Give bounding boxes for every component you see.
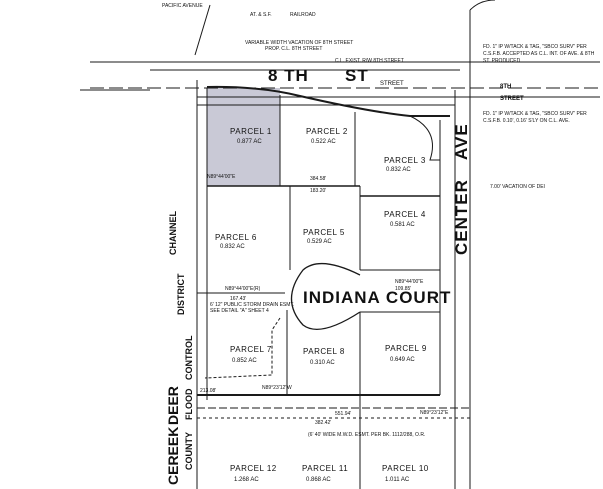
distance-label: 213.08'	[200, 388, 217, 394]
parcel-name: PARCEL 6	[215, 233, 257, 242]
street-right-label: STREET	[500, 96, 524, 102]
parcel-area: 0.868 AC	[306, 477, 331, 483]
vacation-note: VARIABLE WIDTH VACATION OF 8TH STREET	[245, 40, 354, 46]
parcel-area: 0.529 AC	[307, 239, 332, 245]
parcel-area: 0.852 AC	[232, 358, 257, 364]
parcel-name: PARCEL 1	[230, 127, 272, 136]
mwd-easement-note: (6' 40' WIDE M.W.D. ESMT. PER BK. 1112/2…	[308, 432, 426, 438]
pacific-avenue-label: PACIFIC AVENUE	[162, 3, 203, 9]
distance-label: 382.42'	[315, 420, 332, 426]
center-label: CENTER	[452, 179, 471, 255]
control-label: CONTROL	[184, 335, 194, 381]
channel-label: CHANNEL	[168, 211, 178, 255]
atsf-label: AT. & S.F.	[250, 12, 272, 18]
bearing-label: N89°23'12"E	[420, 410, 449, 416]
parcel-name: PARCEL 7	[230, 345, 272, 354]
creek-label: CEREEK	[165, 426, 181, 485]
county-label: COUNTY	[184, 432, 194, 470]
distance-label: 109.85'	[395, 286, 412, 292]
parcel-area: 0.522 AC	[311, 139, 336, 145]
parcel-name: PARCEL 10	[382, 464, 429, 473]
storm-drain-note: 6' 12" PUBLIC STORM DRAIN ESMT. SEE DETA…	[210, 302, 295, 314]
bearing-label: N89°44'00"E(R)	[225, 286, 261, 292]
cl-exist-note: C.L. EXIST. R/W 8TH STREET	[335, 58, 404, 64]
deer-label: DEER	[165, 386, 181, 425]
railroad-label: RAILROAD	[290, 12, 316, 18]
street-stamp: STREET	[380, 81, 404, 87]
distance-label: 384.58'	[310, 176, 327, 182]
bearing-label: N89°44'00"E	[395, 279, 424, 285]
parcel-area: 0.649 AC	[390, 357, 415, 363]
parcel-name: PARCEL 2	[306, 127, 348, 136]
parcel-area: 0.310 AC	[310, 360, 335, 366]
street-label-st: ST	[345, 66, 369, 85]
found-monument-note-1: FD. 1" IP W/TACK & TAG, "SBCO SURV" PER …	[483, 44, 595, 64]
bearing-label: N89°44'00"E	[207, 174, 236, 180]
district-label: DISTRICT	[176, 273, 186, 316]
prop-cl-note: PROP. C.L. 8TH STREET	[265, 46, 323, 52]
parcel-area: 0.581 AC	[390, 222, 415, 228]
distance-label: 183.20'	[310, 188, 327, 194]
found-monument-note-2: FD. 1" IP W/TACK & TAG, "SBCO SURV" PER …	[483, 111, 587, 124]
distance-label: 551.94'	[335, 411, 352, 417]
8th-street-right-label: 8TH	[500, 84, 512, 90]
bearing-label: N89°23'12"W	[262, 385, 292, 391]
street-label-8th: 8 TH	[268, 66, 309, 85]
parcel-area: 0.832 AC	[386, 167, 411, 173]
parcel-1-shade	[207, 88, 280, 186]
parcel-area: 1.011 AC	[385, 477, 410, 483]
distance-label: 167.43'	[230, 296, 247, 302]
parcel-name: PARCEL 3	[384, 156, 426, 165]
parcel-name: PARCEL 5	[303, 228, 345, 237]
flood-label: FLOOD	[184, 388, 194, 421]
indiana-court-label: INDIANA COURT	[303, 288, 452, 307]
parcel-name: PARCEL 11	[302, 464, 349, 473]
parcel-name: PARCEL 9	[385, 344, 427, 353]
parcel-name: PARCEL 4	[384, 210, 426, 219]
parcel-area: 0.877 AC	[237, 139, 262, 145]
parcel-name: PARCEL 12	[230, 464, 277, 473]
ave-label: AVE	[452, 123, 471, 160]
parcel-area: 1.268 AC	[234, 477, 259, 483]
parcel-area: 0.832 AC	[220, 244, 245, 250]
parcel-name: PARCEL 8	[303, 347, 345, 356]
vacation-right-note: 7.00' VACATION OF DEI	[490, 184, 545, 190]
